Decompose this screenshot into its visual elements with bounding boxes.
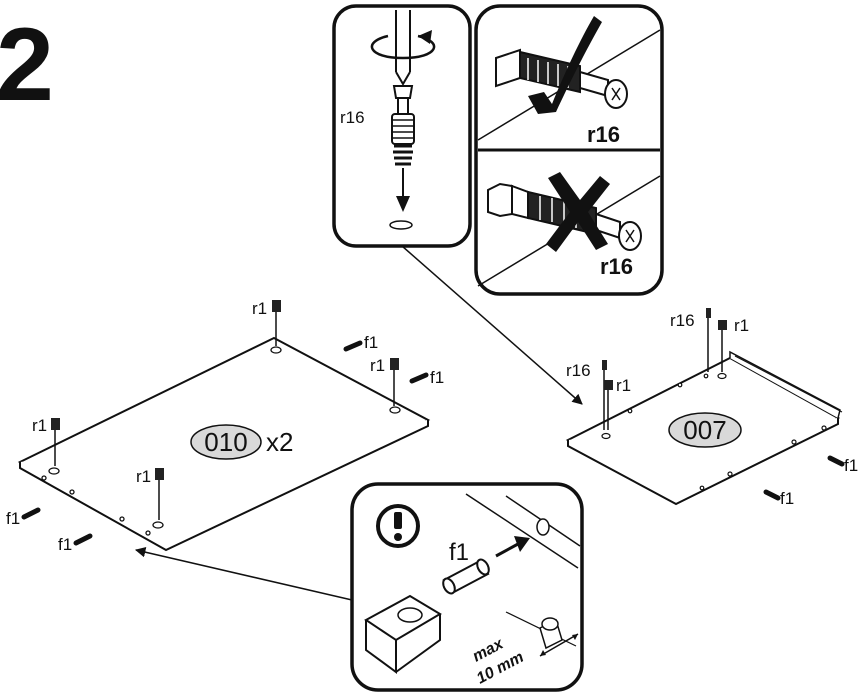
warning-icon (376, 504, 420, 548)
detail-screw-in: r16 (332, 4, 472, 248)
dowel-label-3: f1 (6, 509, 20, 528)
r16-bolt-wrong-icon (487, 182, 642, 251)
dowel-label-1: f1 (364, 333, 378, 352)
dowel-icons (21, 340, 429, 546)
cam-label-4: r1 (136, 467, 151, 486)
r16-label: r16 (340, 108, 365, 127)
cam-label-2: r1 (370, 356, 385, 375)
dowel-label-4: f1 (58, 535, 72, 554)
part-number-010: 010 (204, 427, 247, 457)
panel-010: r1 r1 r1 r1 f1 f1 f1 f1 010 x2 (6, 299, 444, 554)
cam-label-1: r1 (252, 299, 267, 318)
cam-label-right-1: r1 (616, 376, 631, 395)
part-number-007: 007 (683, 415, 726, 445)
step-number: 2 (0, 7, 54, 123)
cam-label-3: r1 (32, 416, 47, 435)
cam-label-right-2: r1 (734, 316, 749, 335)
detail-correct-wrong: r16 r16 (474, 4, 664, 296)
correct-r16-label: r16 (587, 122, 620, 147)
bolt-label-2: r16 (670, 311, 695, 330)
f1-label: f1 (449, 539, 469, 566)
bolt-label-1: r16 (566, 361, 591, 380)
dowel-label-right-1: f1 (844, 456, 858, 475)
quantity-label: x2 (266, 427, 293, 457)
panel-007: r16 r1 r16 r1 f1 f1 007 (565, 308, 858, 508)
dowel-label-2: f1 (430, 368, 444, 387)
dowel-label-right-2: f1 (780, 489, 794, 508)
dowel-icon (442, 558, 490, 595)
r16-bolt-icon (391, 85, 415, 166)
checkmark-icon (528, 16, 602, 114)
wrong-r16-label: r16 (600, 254, 633, 279)
detail-dowel-insert: f1 max 10 mm (350, 482, 584, 692)
cross-icon (546, 172, 610, 252)
